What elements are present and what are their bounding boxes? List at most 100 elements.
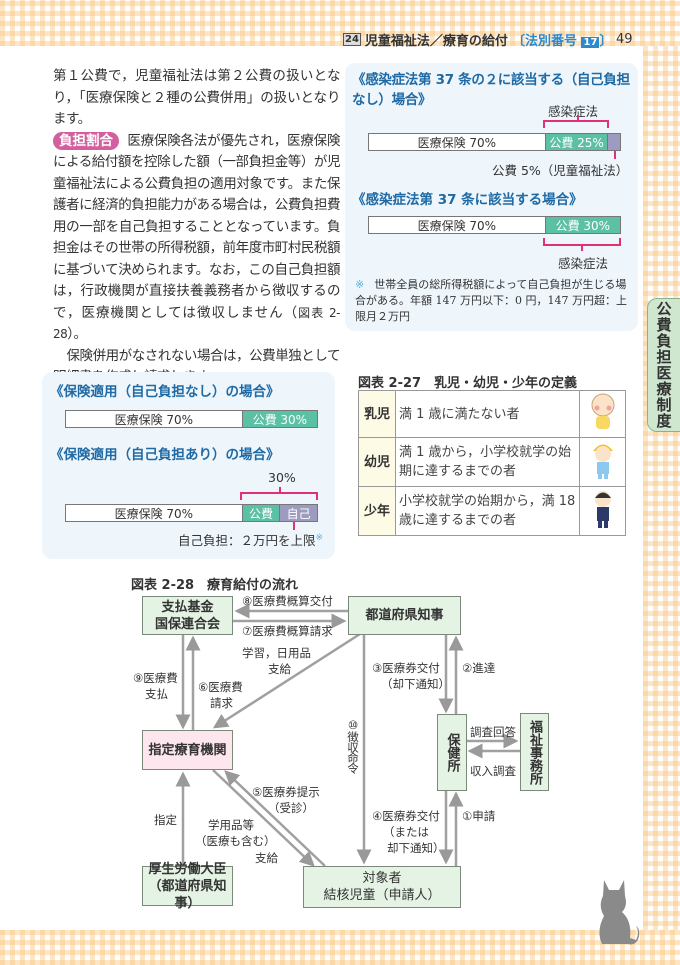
label-9a: ⑨医療費: [133, 671, 178, 685]
segment-public-25: 公費 25%: [544, 134, 608, 150]
bar-self-burden: 医療保険 70% 公費 自己: [65, 504, 318, 522]
paragraph-2: 負担割合医療保険各法が優先され，医療保険による給付額を控除した額（一部負担金等）…: [53, 131, 341, 346]
institution-box: 指定療育機関: [142, 730, 233, 770]
label-4b: （または: [383, 825, 429, 839]
table-row: 幼児満 1 歳から，小学校就学の始期に達するまでの者: [358, 437, 626, 487]
bracket-tick: [279, 487, 281, 493]
checkered-footer-band: [0, 930, 680, 965]
label-1: ①申請: [462, 809, 496, 823]
burden-ratio-tag: 負担割合: [53, 131, 119, 150]
segment-insurance: 医療保険 70%: [369, 217, 545, 233]
bar-no-self-burden: 医療保険 70% 公費 30%: [65, 410, 318, 428]
table-row: 少年小学校就学の始期から，満 18 歳に達するまでの者: [358, 486, 626, 536]
table-2-27-caption: 図表 2-27 乳児・幼児・少年の定義: [358, 376, 578, 391]
label-6b: 請求: [210, 696, 233, 710]
tick: [614, 151, 616, 159]
segment-public: 公費: [241, 505, 280, 521]
segment-public-5: [607, 134, 620, 150]
income-note: ※世帯全員の総所得税額によって自己負担が生じる場合がある。年額 147 万円以下…: [355, 277, 635, 325]
welfare-office-box: 福祉事務所: [520, 713, 549, 791]
infection-37-title: 《感染症法第 37 条に該当する場合》: [352, 192, 583, 208]
age-definition-table: 乳児満 1 歳に満たない者 幼児満 1 歳から，小学校就学の始期に達するまでの者…: [358, 390, 626, 536]
figure-2-28-caption: 図表 2-28 療育給付の流れ: [131, 578, 299, 593]
label-4a: ④医療券交付: [372, 809, 440, 823]
fund-box: 支払基金国保連合会: [142, 596, 233, 635]
label-supply-1: 学習，日用品: [242, 646, 311, 660]
label-2: ②進達: [462, 661, 496, 675]
page-number: 49: [616, 32, 633, 47]
checkered-side-band: [643, 46, 680, 946]
label-goods-1: 学用品等: [208, 818, 254, 832]
minister-alt: （都道府県知事）: [148, 878, 227, 911]
row-desc: 満 1 歳から，小学校就学の始期に達するまでの者: [395, 437, 580, 487]
infection-law-panel: [345, 63, 638, 331]
label-5a: ⑤医療券提示: [252, 785, 320, 799]
arrow-5: [224, 770, 326, 867]
target-name: 対象者: [362, 871, 402, 886]
note-mark: ※: [355, 278, 365, 291]
label-8: ⑧医療費概算交付: [242, 594, 333, 608]
bracket-tick: [577, 115, 579, 121]
insurance-panel: [42, 372, 335, 559]
table-row: 乳児満 1 歳に満たない者: [358, 390, 626, 438]
label-10: ⑩徴収命令: [346, 718, 360, 773]
segment-insurance: 医療保険 70%: [66, 505, 242, 521]
label-supply-2: 支給: [268, 662, 291, 676]
row-head: 幼児: [358, 437, 396, 487]
label-9b: 支払: [145, 687, 168, 701]
target-desc: 結核児童（申請人）: [323, 888, 441, 903]
no-self-burden-title: 《保険適用（自己負担なし）の場合》: [50, 384, 280, 400]
label-5b: （受診）: [268, 801, 314, 815]
running-header: 24 児童福祉法／療育の給付 〔法別番号 17〕: [343, 30, 612, 49]
limit-mark: ※: [315, 532, 324, 543]
prefecture-box: 都道府県知事: [348, 596, 461, 635]
fund-name-1: 支払基金: [161, 599, 214, 615]
bracket-tick: [581, 245, 583, 251]
bracket-30: [240, 492, 318, 500]
note-text: 世帯全員の総所得税額によって自己負担が生じる場合がある。年額 147 万円以下：…: [355, 278, 627, 323]
row-head: 少年: [358, 486, 396, 536]
segment-public: 公費 30%: [241, 411, 317, 427]
self-burden-title: 《保険適用（自己負担あり）の場合》: [50, 447, 280, 463]
self-burden-limit: 自己負担：２万円を上限※: [178, 530, 323, 549]
bar-infection-37: 医療保険 70% 公費 30%: [368, 216, 621, 234]
label-survey-answer: 調査回答: [470, 725, 516, 739]
side-tab-public-medical[interactable]: 公費負担医療制度: [647, 298, 680, 432]
minister-box: 厚生労働大臣（都道府県知事）: [142, 862, 233, 911]
label-designate: 指定: [154, 813, 177, 827]
segment-insurance: 医療保険 70%: [369, 134, 545, 150]
law-prefix: 〔法別番号: [511, 34, 577, 49]
bracket-label-2: 感染症法: [558, 256, 609, 271]
law-suffix: 〕: [599, 34, 613, 49]
bracket-label-30: 30%: [268, 470, 296, 485]
row-head: 乳児: [358, 390, 396, 438]
label-3a: ③医療券交付: [372, 661, 440, 675]
infant-icon: [579, 390, 626, 438]
bracket-label-1: 感染症法: [548, 104, 599, 119]
segment-insurance: 医療保険 70%: [66, 411, 242, 427]
paragraph-2-end: ）。: [67, 326, 87, 342]
label-3b: （却下通知）: [381, 677, 450, 691]
label-income-survey: 収入調査: [470, 764, 516, 778]
label-4c: 却下通知）: [387, 841, 445, 855]
body-text: 第１公費で，児童福祉法は第２公費の扱いとなり，「医療保険と２種の公費併用」の扱い…: [53, 66, 341, 389]
cat-silhouette-icon: [599, 880, 640, 945]
public-5-label: 公費 5%（児童福祉法）: [492, 163, 629, 178]
paragraph-2-text: 医療保険各法が優先され，医療保険による給付額を控除した額（一部負担金等）が児童福…: [53, 132, 341, 321]
label-goods-3: 支給: [255, 851, 278, 865]
health-center-box: 保健所: [437, 714, 467, 791]
checkered-header-band: [0, 0, 680, 46]
chapter-number: 24: [343, 33, 361, 46]
minister-name: 厚生労働大臣: [148, 861, 227, 877]
limit-text: 自己負担：２万円を上限: [178, 533, 316, 548]
figure-ref: 図表 2-28: [53, 305, 341, 342]
tick: [293, 522, 295, 530]
header-title: 児童福祉法／療育の給付: [364, 34, 508, 49]
arrow-supply: [212, 632, 361, 729]
segment-public-30: 公費 30%: [544, 217, 620, 233]
row-desc: 小学校就学の始期から，満 18 歳に達するまでの者: [395, 486, 580, 536]
paragraph-1: 第１公費で，児童福祉法は第２公費の扱いとなり，「医療保険と２種の公費併用」の扱い…: [53, 68, 341, 127]
segment-self: 自己: [279, 505, 317, 521]
target-box: 対象者結核児童（申請人）: [303, 866, 461, 908]
